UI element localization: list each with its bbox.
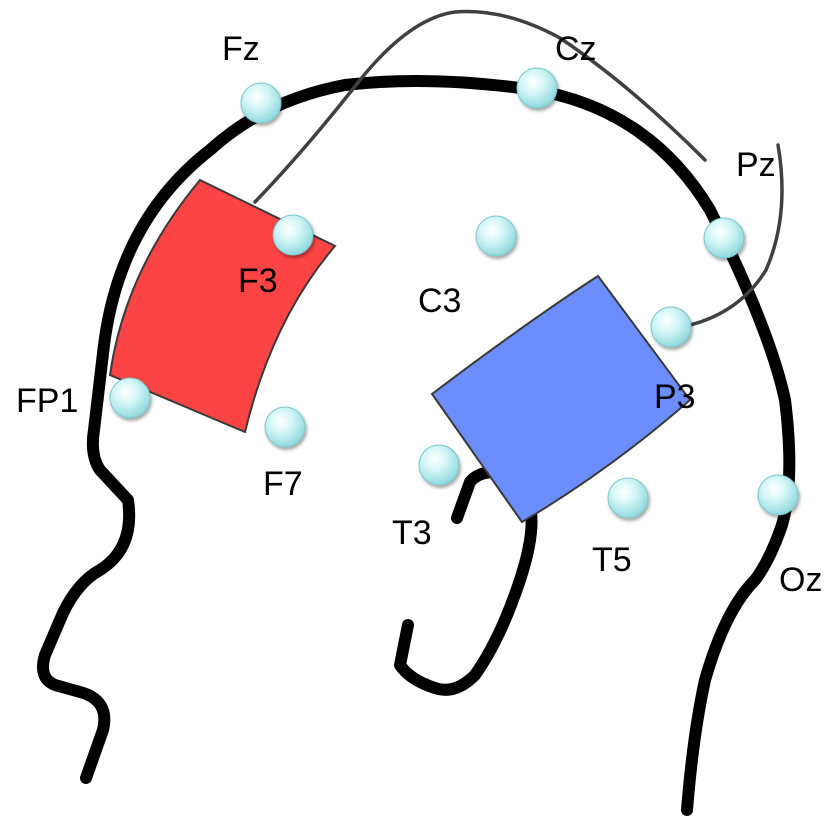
label-C3: C3: [418, 284, 461, 318]
electrode-T3: [419, 445, 459, 485]
label-FP1: FP1: [16, 384, 78, 418]
electrode-T5: [608, 478, 648, 518]
label-Oz: Oz: [779, 563, 822, 597]
label-F7: F7: [263, 467, 303, 501]
electrode-Fz: [241, 83, 281, 123]
electrode-Oz: [758, 475, 798, 515]
electrode-C3: [476, 216, 516, 256]
label-T5: T5: [592, 543, 632, 577]
label-T3: T3: [392, 516, 432, 550]
electrode-FP1: [110, 378, 150, 418]
label-Cz: Cz: [555, 32, 597, 66]
head-outline: [43, 81, 789, 810]
electrode-Pz: [704, 218, 744, 258]
label-Pz: Pz: [736, 148, 776, 182]
label-P3: P3: [654, 380, 696, 414]
electrode-F3: [273, 215, 313, 255]
label-Fz: Fz: [222, 32, 260, 66]
lead-wire-anode: [255, 12, 705, 202]
electrode-F7: [265, 407, 305, 447]
electrode-Cz: [517, 68, 557, 108]
electrode-P3: [651, 307, 691, 347]
label-F3: F3: [238, 264, 278, 298]
